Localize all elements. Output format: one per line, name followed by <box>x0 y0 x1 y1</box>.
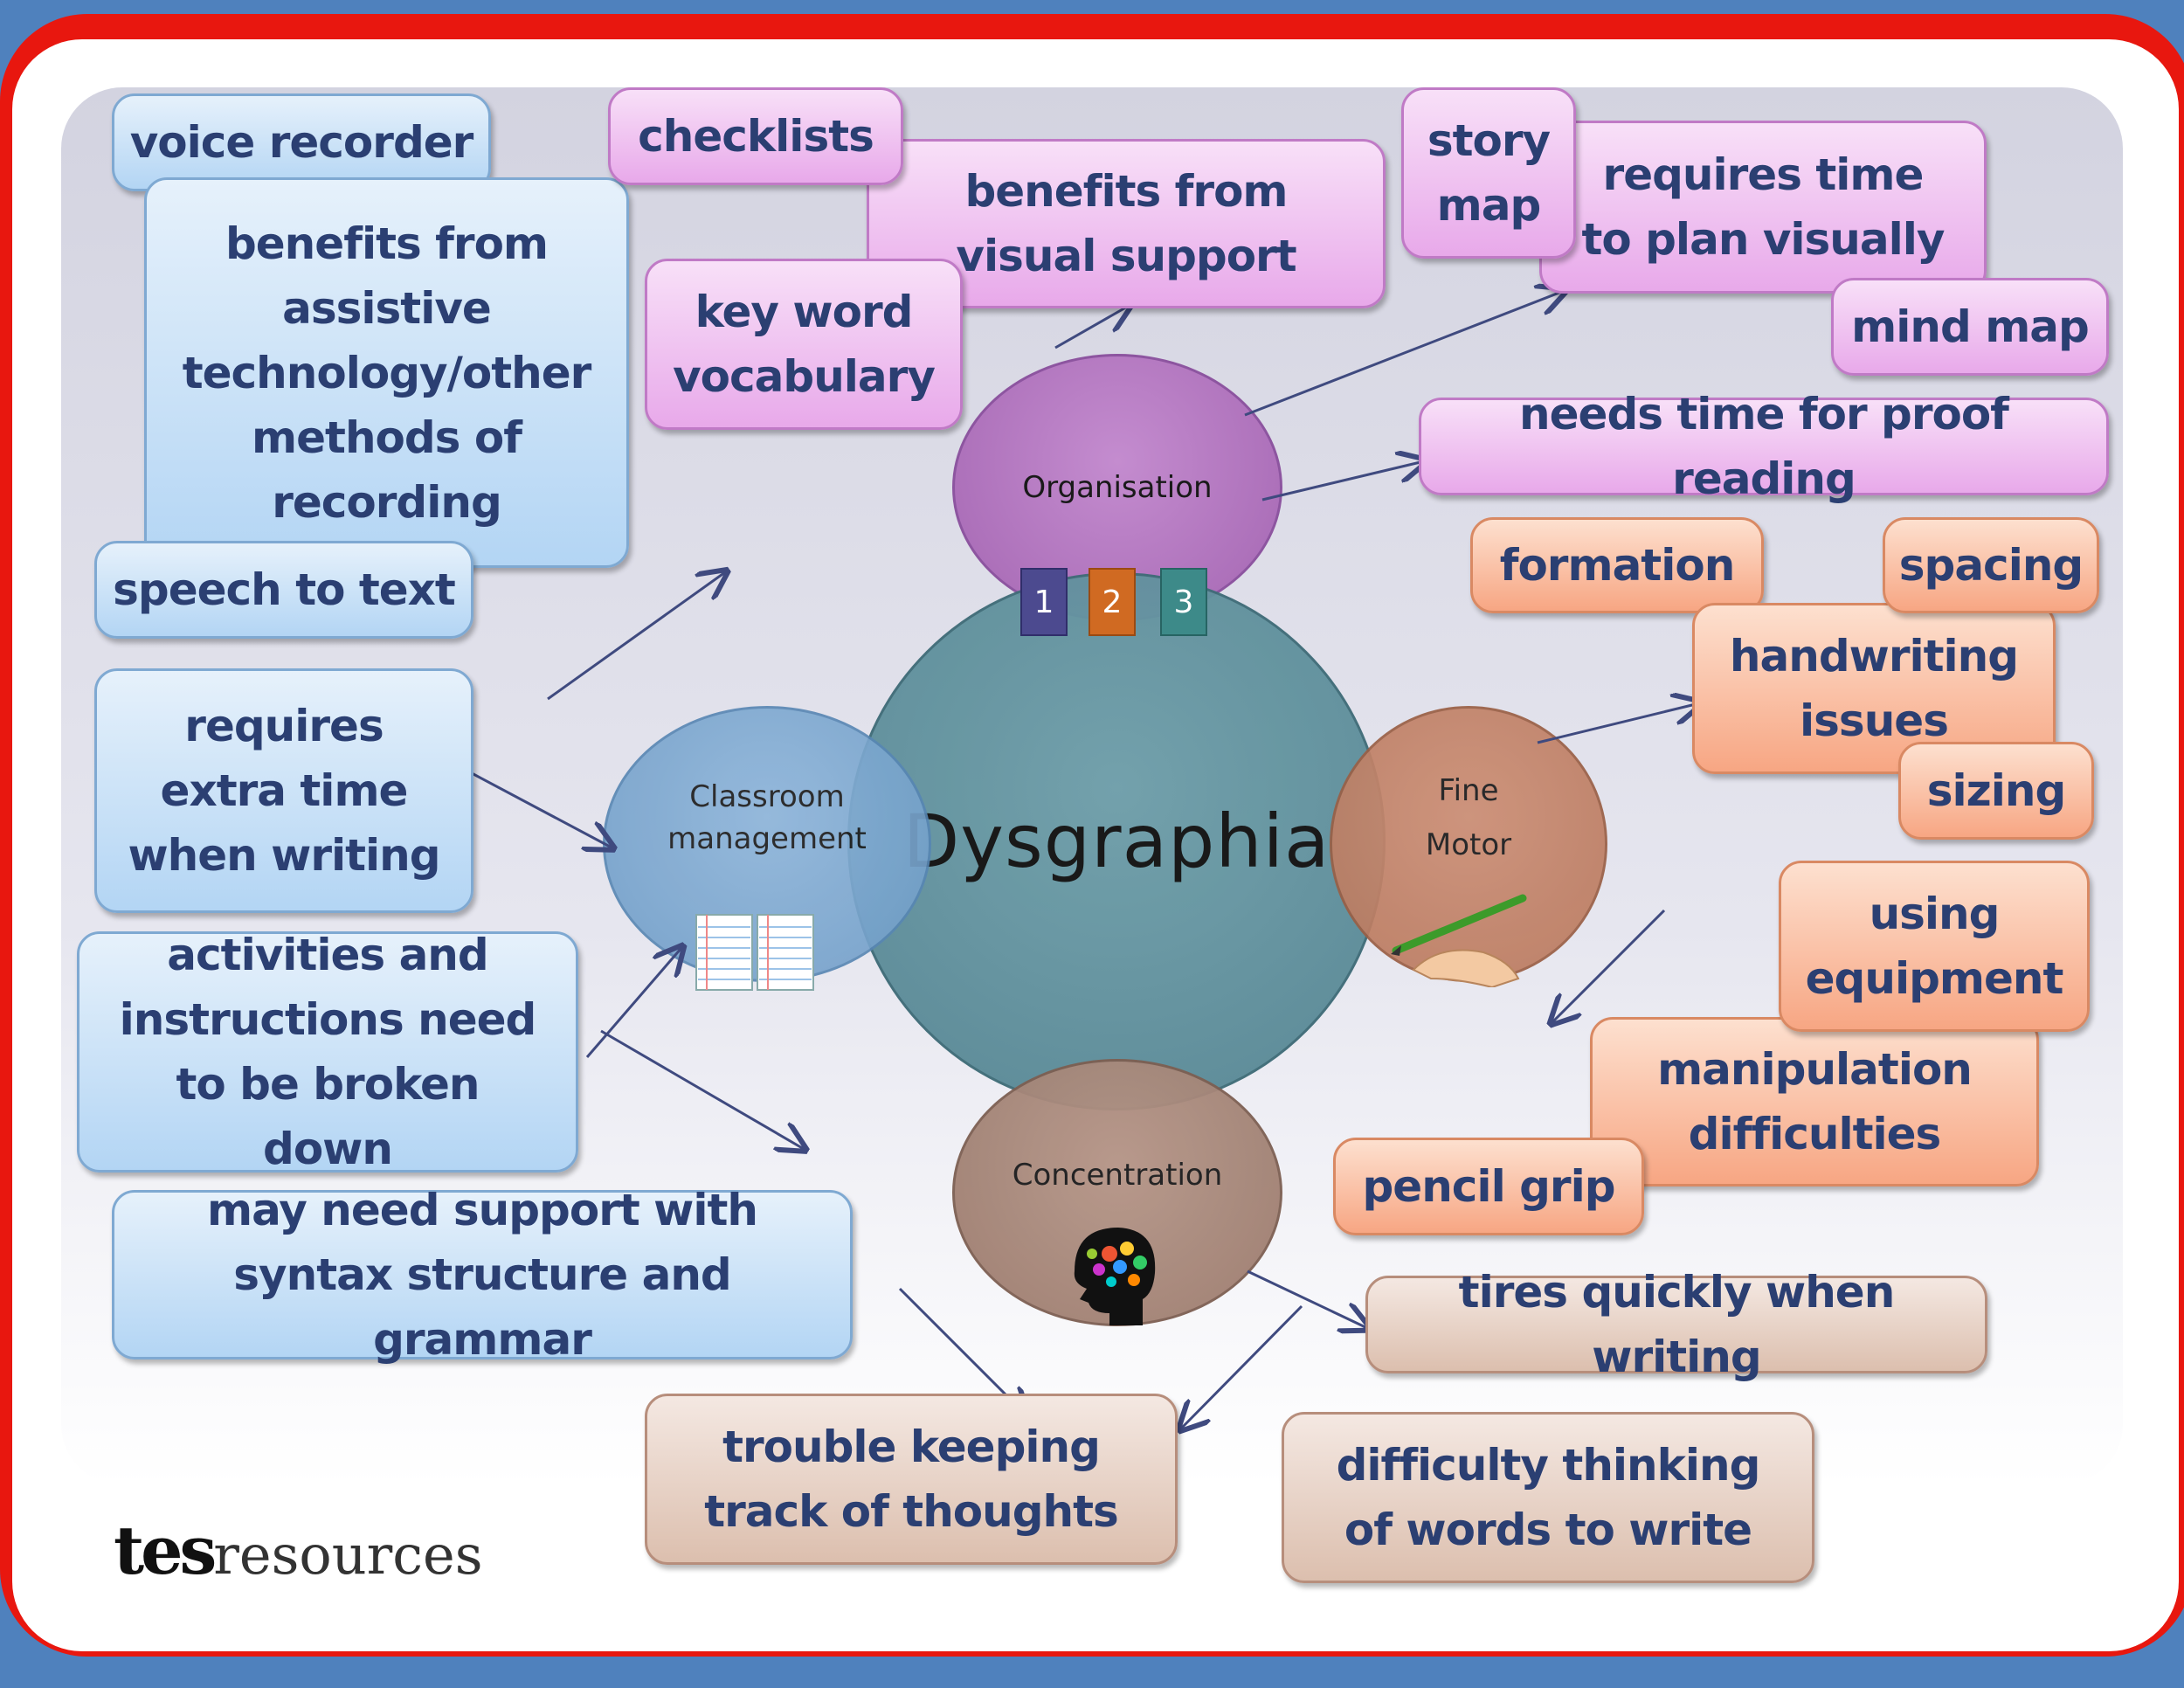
box-tires-quickly: tires quickly when writing <box>1365 1267 1987 1382</box>
box-sizing: sizing <box>1898 742 2094 840</box>
box-extra-time: requires extra time when writing <box>94 668 473 913</box>
step-2: 2 <box>1089 568 1136 636</box>
node-classroom-label-2: management <box>667 821 867 856</box>
logo-resources: resources <box>213 1523 483 1587</box>
box-track-thoughts: trouble keeping track of thoughts <box>645 1394 1178 1565</box>
box-thinking-words: difficulty thinking of words to write <box>1282 1412 1814 1583</box>
hand-pencil-icon <box>1391 894 1527 987</box>
box-checklists: checklists <box>608 87 903 185</box>
node-center: Dysgraphia <box>847 572 1386 1110</box>
box-key-word-vocabulary: key word vocabulary <box>645 259 963 430</box>
node-fine-label-1: Fine <box>1438 773 1499 808</box>
box-formation: formation <box>1470 517 1764 613</box>
box-pencil-grip: pencil grip <box>1333 1138 1644 1235</box>
box-proof-reading: needs time for proof reading <box>1419 389 2109 504</box>
box-story-map: story map <box>1401 87 1576 259</box>
tes-resources-logo: tesresources <box>114 1512 483 1589</box>
notebook-icon <box>695 914 814 991</box>
box-plan-visually: requires time to plan visually <box>1539 121 1987 294</box>
node-fine-label-2: Motor <box>1425 827 1512 862</box>
box-manipulation: manipulation difficulties <box>1590 1017 2039 1186</box>
logo-tes: tes <box>114 1512 217 1589</box>
box-spacing: spacing <box>1883 517 2099 613</box>
box-broken-down: activities and instructions need to be b… <box>77 930 578 1174</box>
node-organisation: Organisation <box>952 354 1282 621</box>
box-using-equipment: using equipment <box>1779 861 2090 1032</box>
box-speech-to-text: speech to text <box>94 541 473 639</box>
node-concentration-label: Concentration <box>1012 1158 1223 1193</box>
box-voice-recorder: voice recorder <box>112 93 491 191</box>
node-classroom-label-1: Classroom <box>689 779 845 814</box>
brain-head-icon <box>1074 1228 1156 1325</box>
step-3: 3 <box>1160 568 1207 636</box>
box-assistive-technology: benefits from assistive technology/other… <box>144 177 629 568</box>
node-organisation-label: Organisation <box>1022 470 1213 505</box>
box-syntax: may need support with syntax structure a… <box>112 1185 853 1365</box>
center-title: Dysgraphia <box>902 799 1330 884</box>
box-mind-map: mind map <box>1831 278 2109 376</box>
step-1: 1 <box>1020 568 1068 636</box>
